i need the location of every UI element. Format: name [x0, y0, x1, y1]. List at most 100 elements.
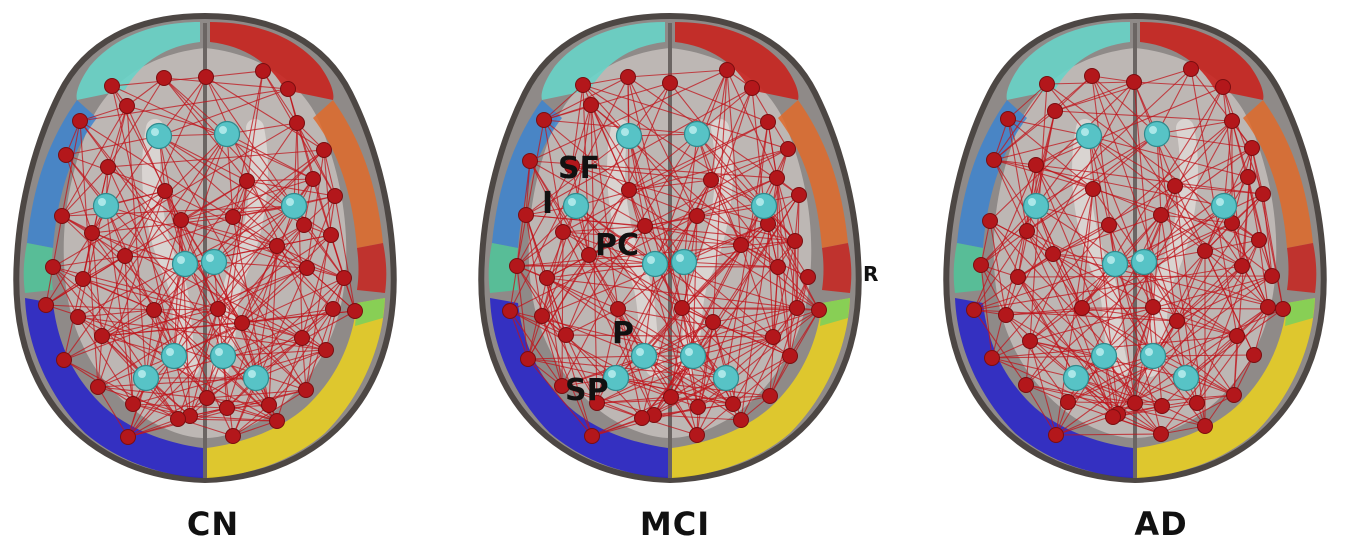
atlas-temporal-right [357, 243, 386, 293]
region-node [983, 214, 998, 229]
region-node [1190, 396, 1205, 411]
region-node [720, 63, 735, 78]
region-node [1127, 75, 1142, 90]
region-node [503, 304, 518, 319]
region-node [675, 301, 690, 316]
region-node [306, 172, 321, 187]
region-node [101, 160, 116, 175]
region-node [987, 153, 1002, 168]
region-node [199, 70, 214, 85]
region-node [326, 302, 341, 317]
region-node [621, 70, 636, 85]
region-node [118, 249, 133, 264]
region-node [706, 315, 721, 330]
region-node [300, 261, 315, 276]
hub-node-highlight [206, 254, 214, 262]
region-node [226, 429, 241, 444]
hub-node-highlight [636, 348, 644, 356]
region-node [337, 271, 352, 286]
region-node [1029, 158, 1044, 173]
region-node [663, 76, 678, 91]
hub-node [1212, 194, 1237, 219]
region-node [200, 391, 215, 406]
hub-node [282, 194, 307, 219]
brain-network-mci: SFIPCPSPR [470, 8, 870, 488]
hub-node [211, 344, 236, 369]
region-node [559, 328, 574, 343]
region-node [1146, 300, 1161, 315]
hub-node [1103, 252, 1128, 277]
region-node [1261, 300, 1276, 315]
hub-node-highlight [685, 348, 693, 356]
hub-node [714, 366, 739, 391]
region-node [91, 380, 106, 395]
region-node [1265, 269, 1280, 284]
region-node [540, 271, 555, 286]
region-node [704, 173, 719, 188]
region-node [1235, 259, 1250, 274]
region-node [240, 174, 255, 189]
region-node [790, 301, 805, 316]
region-node [171, 412, 186, 427]
region-node [781, 142, 796, 157]
region-node [770, 171, 785, 186]
hub-node-highlight [756, 198, 764, 206]
hub-node-highlight [1149, 126, 1157, 134]
region-node [535, 309, 550, 324]
hub-node [202, 250, 227, 275]
region-node [510, 259, 525, 274]
region-node [1227, 388, 1242, 403]
region-node [766, 330, 781, 345]
hub-node-highlight [219, 126, 227, 134]
hub-node [1092, 344, 1117, 369]
atlas-temporal-right [1287, 243, 1316, 293]
region-node [664, 390, 679, 405]
region-node [1049, 428, 1064, 443]
hub-node-highlight [689, 126, 697, 134]
hub-node-highlight [166, 348, 174, 356]
hub-node-highlight [1145, 348, 1153, 356]
hub-node-highlight [1216, 198, 1224, 206]
region-node [328, 189, 343, 204]
region-node [771, 260, 786, 275]
caption-cn: CN [113, 505, 313, 543]
region-node [319, 343, 334, 358]
hub-node [1132, 250, 1157, 275]
region-node [158, 184, 173, 199]
hub-node [244, 366, 269, 391]
region-node [1155, 399, 1170, 414]
region-node [690, 209, 705, 224]
hub-node [564, 194, 589, 219]
region-node [576, 78, 591, 93]
hub-node [94, 194, 119, 219]
region-node [226, 210, 241, 225]
region-node [1061, 395, 1076, 410]
region-node [1075, 301, 1090, 316]
hub-node [643, 252, 668, 277]
region-node [105, 79, 120, 94]
label-superior-parietal: SP [565, 373, 609, 408]
region-node [71, 310, 86, 325]
region-node [348, 304, 363, 319]
region-node [1046, 247, 1061, 262]
hub-node [632, 344, 657, 369]
region-node [523, 154, 538, 169]
region-node [324, 228, 339, 243]
hub-node [752, 194, 777, 219]
region-node [295, 331, 310, 346]
region-node [999, 308, 1014, 323]
region-node [126, 397, 141, 412]
region-node [299, 383, 314, 398]
region-node [1198, 419, 1213, 434]
region-node [1001, 112, 1016, 127]
region-node [57, 353, 72, 368]
hub-node-highlight [1068, 370, 1076, 378]
region-node [763, 389, 778, 404]
region-node [1085, 69, 1100, 84]
hub-node [1024, 194, 1049, 219]
brain-panel-ad [935, 8, 1335, 488]
hub-node-highlight [1107, 256, 1115, 264]
label-right-marker: R [863, 262, 878, 286]
region-node [967, 303, 982, 318]
hub-node [1141, 344, 1166, 369]
